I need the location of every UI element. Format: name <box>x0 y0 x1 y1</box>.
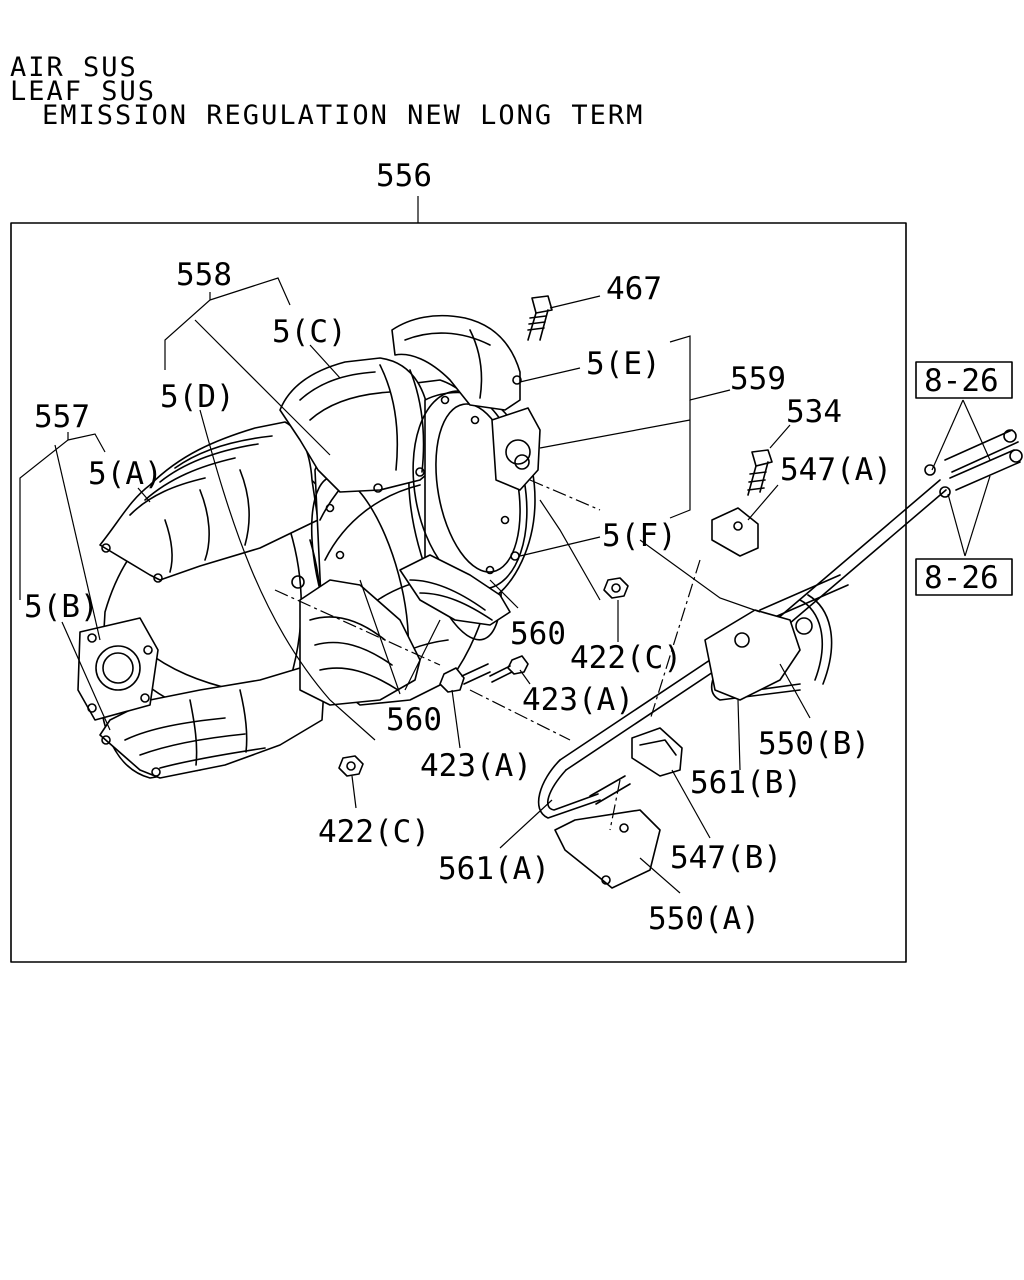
pipe-561a <box>537 759 631 819</box>
label-561b: 561(B) <box>690 765 802 801</box>
nut-422c-right <box>603 577 629 599</box>
bracket-547b <box>631 727 683 777</box>
bolt-534 <box>747 449 773 496</box>
label-557: 557 <box>34 399 90 435</box>
label-5d: 5(D) <box>160 379 235 415</box>
ref-box-8-26-bottom <box>915 558 1013 596</box>
label-423a-right: 423(A) <box>522 682 634 718</box>
label-5c: 5(C) <box>272 314 347 350</box>
ref-box-8-26-top <box>915 361 1013 399</box>
label-5f: 5(F) <box>602 518 677 554</box>
label-561a: 561(A) <box>438 851 550 887</box>
assembly-frame <box>10 222 907 963</box>
label-550b: 550(B) <box>758 726 870 762</box>
label-556: 556 <box>376 158 432 194</box>
label-5e: 5(E) <box>586 346 661 382</box>
heat-shield-5f <box>399 551 520 626</box>
pipe-rear <box>759 574 849 685</box>
header-line-leaf-sus: LEAF SUS <box>10 76 157 107</box>
bolt-467 <box>527 295 553 341</box>
leader-lines <box>19 277 991 894</box>
heat-shield-5c <box>279 357 433 493</box>
label-5a: 5(A) <box>88 456 163 492</box>
label-547b: 547(B) <box>670 840 782 876</box>
label-550a: 550(A) <box>648 901 760 937</box>
header-line-air-sus: AIR SUS <box>10 52 138 83</box>
outlet-flange <box>491 407 541 491</box>
bracket-550a <box>554 809 661 889</box>
inlet-flange <box>77 617 159 721</box>
header-line-emission: EMISSION REGULATION NEW LONG TERM <box>42 100 645 131</box>
heat-shield-5e <box>391 314 522 411</box>
label-ref-8-26-bottom: 8-26 <box>924 560 999 596</box>
bracket-547a <box>711 507 759 557</box>
label-534: 534 <box>786 394 842 430</box>
heat-shield-5d <box>291 575 421 706</box>
label-558: 558 <box>176 257 232 293</box>
bracket-550b <box>704 609 813 701</box>
nut-422c-left <box>338 755 364 777</box>
label-422c-left: 422(C) <box>318 814 430 850</box>
label-422c-right: 422(C) <box>570 640 682 676</box>
pipe-connectors-8-26 <box>924 429 1023 498</box>
bolt-423a-a <box>439 663 491 693</box>
label-559: 559 <box>730 361 786 397</box>
label-547a: 547(A) <box>780 452 892 488</box>
heat-shield-5a <box>99 421 319 583</box>
label-560-left: 560 <box>386 702 442 738</box>
bolt-423a-b <box>489 655 529 683</box>
label-467: 467 <box>606 271 662 307</box>
label-560-right: 560 <box>510 616 566 652</box>
label-ref-8-26-top: 8-26 <box>924 363 999 399</box>
label-5b: 5(B) <box>24 589 99 625</box>
label-423a-left: 423(A) <box>420 748 532 784</box>
